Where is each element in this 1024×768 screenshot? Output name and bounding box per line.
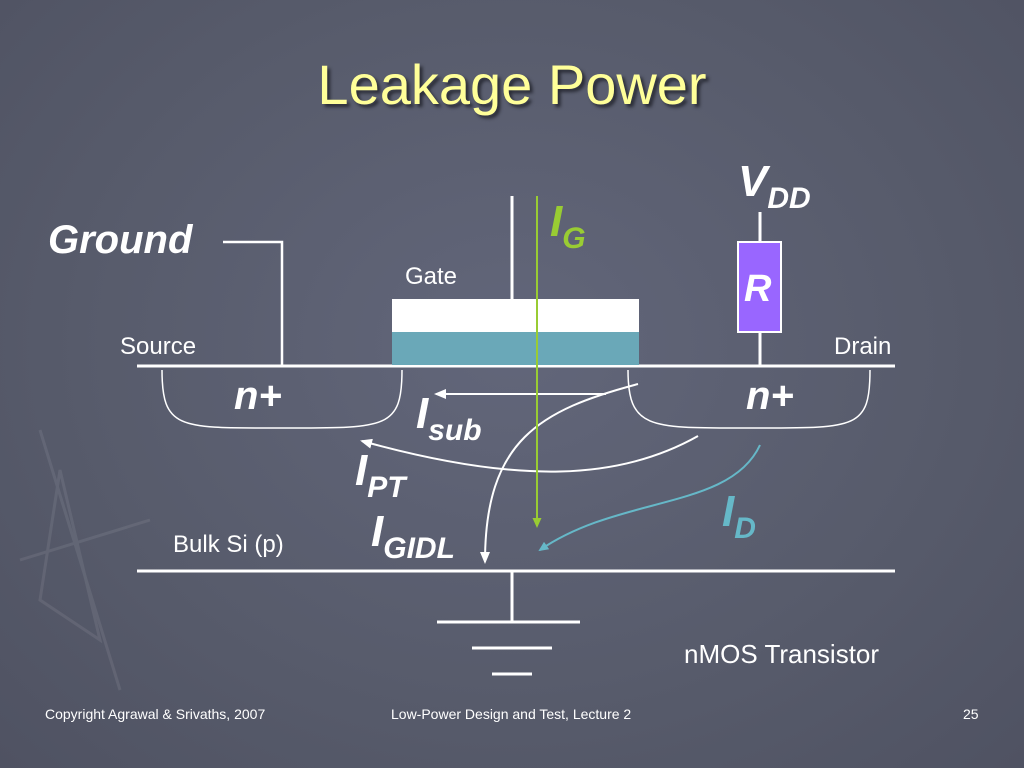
slide-title: Leakage Power bbox=[317, 53, 707, 116]
ipt-main: I bbox=[355, 446, 368, 495]
ground-symbol-icon bbox=[437, 571, 580, 676]
drain-label: Drain bbox=[834, 333, 892, 360]
isub-label: Isub bbox=[416, 389, 482, 446]
source-region-label: n+ bbox=[234, 374, 282, 418]
ig-label: IG bbox=[550, 197, 586, 254]
igidl-arrow bbox=[480, 383, 639, 564]
id-sub: D bbox=[734, 512, 756, 545]
id-main: I bbox=[722, 487, 735, 536]
compass-watermark bbox=[19, 429, 151, 691]
isub-sub: sub bbox=[428, 414, 482, 447]
isub-main: I bbox=[416, 389, 429, 438]
diagram-caption: nMOS Transistor bbox=[684, 639, 880, 669]
ig-sub: G bbox=[562, 222, 586, 255]
ipt-sub: PT bbox=[367, 471, 406, 504]
igidl-sub: GIDL bbox=[383, 532, 455, 565]
footer-course: Low-Power Design and Test, Lecture 2 bbox=[391, 706, 632, 722]
ground-wire bbox=[223, 240, 284, 366]
footer-copyright: Copyright Agrawal & Srivaths, 2007 bbox=[45, 706, 266, 722]
gate-electrode bbox=[392, 299, 639, 332]
ig-main: I bbox=[550, 197, 563, 246]
igidl-main: I bbox=[371, 507, 384, 556]
drain-region-label: n+ bbox=[746, 374, 794, 418]
id-label: ID bbox=[722, 487, 756, 544]
igidl-label: IGIDL bbox=[371, 507, 455, 564]
ground-label: Ground bbox=[48, 218, 193, 262]
gate-oxide bbox=[392, 332, 639, 365]
vdd-label: VDD bbox=[738, 157, 811, 214]
ipt-label: IPT bbox=[355, 446, 406, 503]
ipt-arrow bbox=[360, 435, 699, 473]
resistor-label: R bbox=[744, 268, 772, 310]
vdd-sub: DD bbox=[767, 182, 811, 215]
source-label: Source bbox=[120, 333, 197, 360]
drain-well bbox=[627, 369, 871, 429]
id-arrow bbox=[538, 444, 761, 552]
gate-label: Gate bbox=[405, 263, 458, 290]
source-well bbox=[161, 369, 403, 429]
vdd-main: V bbox=[738, 157, 768, 206]
bulk-label: Bulk Si (p) bbox=[173, 531, 284, 558]
footer-page-number: 25 bbox=[963, 706, 979, 722]
